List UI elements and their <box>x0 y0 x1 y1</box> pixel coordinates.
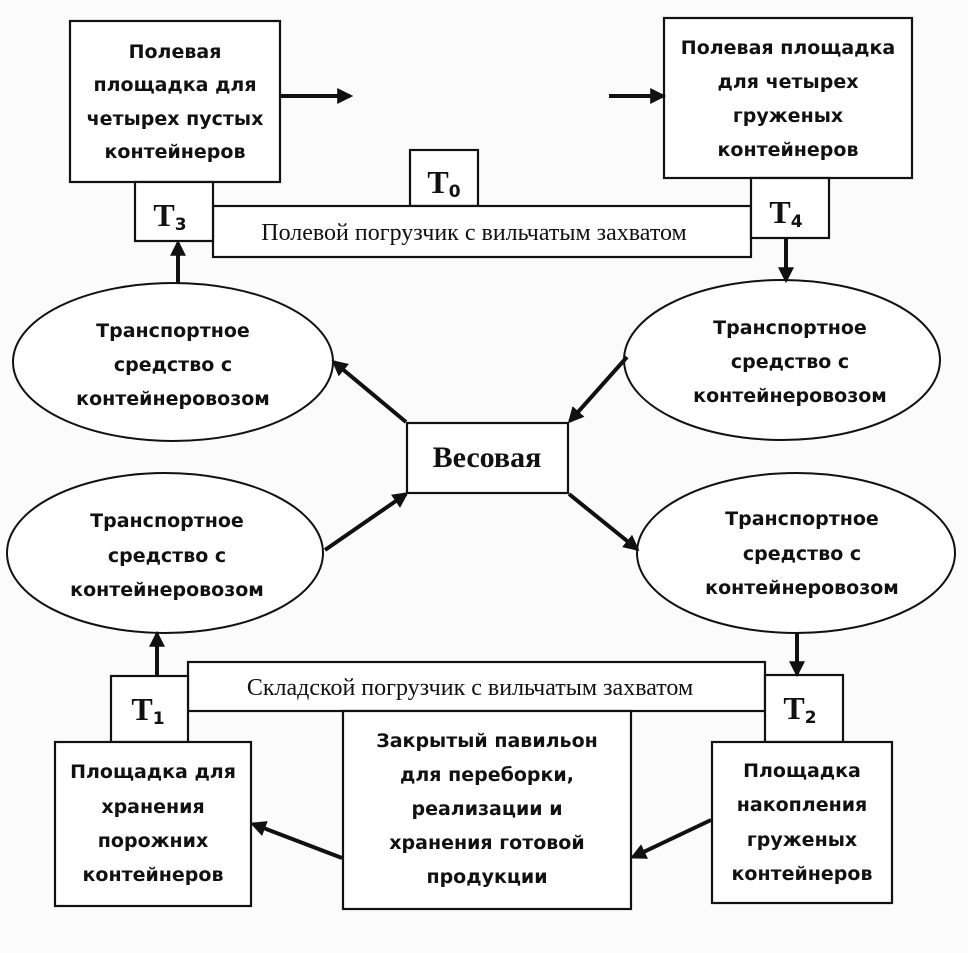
node-text-line: хранения готовой <box>389 832 584 854</box>
node-text-line: четырех пустых <box>87 108 264 130</box>
node-vehicle-top-right: Транспортное средство с контейнеровозом <box>623 279 941 441</box>
node-text-line: контейнеровозом <box>76 388 270 410</box>
node-text-line: Транспортное <box>725 508 879 530</box>
arrow-loaded-site-to-pavilion <box>630 818 712 859</box>
node-text-line: порожних <box>98 830 208 852</box>
node-text-line: Полевая площадка <box>681 37 895 59</box>
node-text-line: средство с <box>108 545 226 567</box>
node-text-line: контейнеров <box>83 864 224 886</box>
node-text-line: Площадка для <box>70 761 236 783</box>
node-text-line: для четырех <box>718 71 859 93</box>
node-text-line: Транспортное <box>90 510 244 532</box>
arrow-vehicle-top-right-to-scales <box>567 355 629 424</box>
node-text-line: средство с <box>743 543 861 565</box>
t2-label: T2 <box>783 690 816 728</box>
node-vehicle-bottom-right: Транспортное средство с контейнеровозом <box>636 472 956 634</box>
t0-label: T0 <box>427 164 460 202</box>
node-t1: T1 <box>109 674 190 744</box>
arrow-scales-to-vehicle-top-left <box>331 359 408 424</box>
node-loaded-accumulation-site: Площадка накопления груженых контейнеров <box>710 740 894 905</box>
node-empty-storage-site: Площадка для хранения порожних контейнер… <box>53 740 253 908</box>
node-vehicle-top-left: Транспортное средство с контейнеровозом <box>12 282 334 442</box>
node-text-line: продукции <box>426 866 547 888</box>
node-text-line: площадка для <box>93 74 256 96</box>
node-pavilion: Закрытый павильон для переборки, реализа… <box>341 709 633 911</box>
node-text-line: Транспортное <box>96 320 250 342</box>
node-text-line: контейнеров <box>732 863 873 885</box>
node-text-line: контейнеровозом <box>693 385 887 407</box>
node-text-line: Транспортное <box>713 317 867 339</box>
t1-label: T1 <box>131 691 164 729</box>
node-field-empty-site: Полевая площадка для четырех пустых конт… <box>68 19 282 184</box>
node-text-line: для переборки, <box>400 764 574 786</box>
node-t2: T2 <box>763 673 845 744</box>
t3-label: T3 <box>153 197 186 235</box>
node-field-forklift: Полевой погрузчик с вильчатым захватом <box>211 204 753 259</box>
arrow-vehicle-bottom-left-to-scales <box>323 492 409 552</box>
node-text-line: реализации и <box>411 798 562 820</box>
node-t4: T4 <box>749 176 831 240</box>
node-text-line: хранения <box>101 796 204 818</box>
node-field-loaded-site: Полевая площадка для четырех груженых ко… <box>662 16 914 180</box>
node-scales: Весовая <box>405 421 570 495</box>
node-t0: T0 <box>408 148 480 208</box>
node-warehouse-forklift: Складской погрузчик с вильчатым захватом <box>186 660 767 713</box>
node-text-line: контейнеровозом <box>70 579 264 601</box>
field-forklift-label: Полевой погрузчик с вильчатым захватом <box>261 220 687 246</box>
node-text-line: груженых <box>747 829 857 851</box>
warehouse-forklift-label: Складской погрузчик с вильчатым захватом <box>247 675 693 701</box>
node-text-line: груженых <box>733 105 843 127</box>
node-text-line: накопления <box>737 794 867 816</box>
scales-label: Весовая <box>433 441 542 474</box>
node-text-line: средство с <box>114 354 232 376</box>
arrow-pavilion-to-empty-storage <box>250 821 343 860</box>
node-text-line: контейнеров <box>105 141 246 163</box>
node-t3: T3 <box>133 180 215 243</box>
node-text-line: Площадка <box>743 760 861 782</box>
node-text-line: средство с <box>731 351 849 373</box>
node-text-line: контейнеровозом <box>705 577 899 599</box>
t4-label: T4 <box>769 194 802 232</box>
node-text-line: Полевая <box>129 41 222 63</box>
arrow-scales-to-vehicle-bottom-right <box>567 492 640 552</box>
node-text-line: Закрытый павильон <box>376 730 598 752</box>
node-vehicle-bottom-left: Транспортное средство с контейнеровозом <box>6 472 324 634</box>
node-text-line: контейнеров <box>718 139 859 161</box>
